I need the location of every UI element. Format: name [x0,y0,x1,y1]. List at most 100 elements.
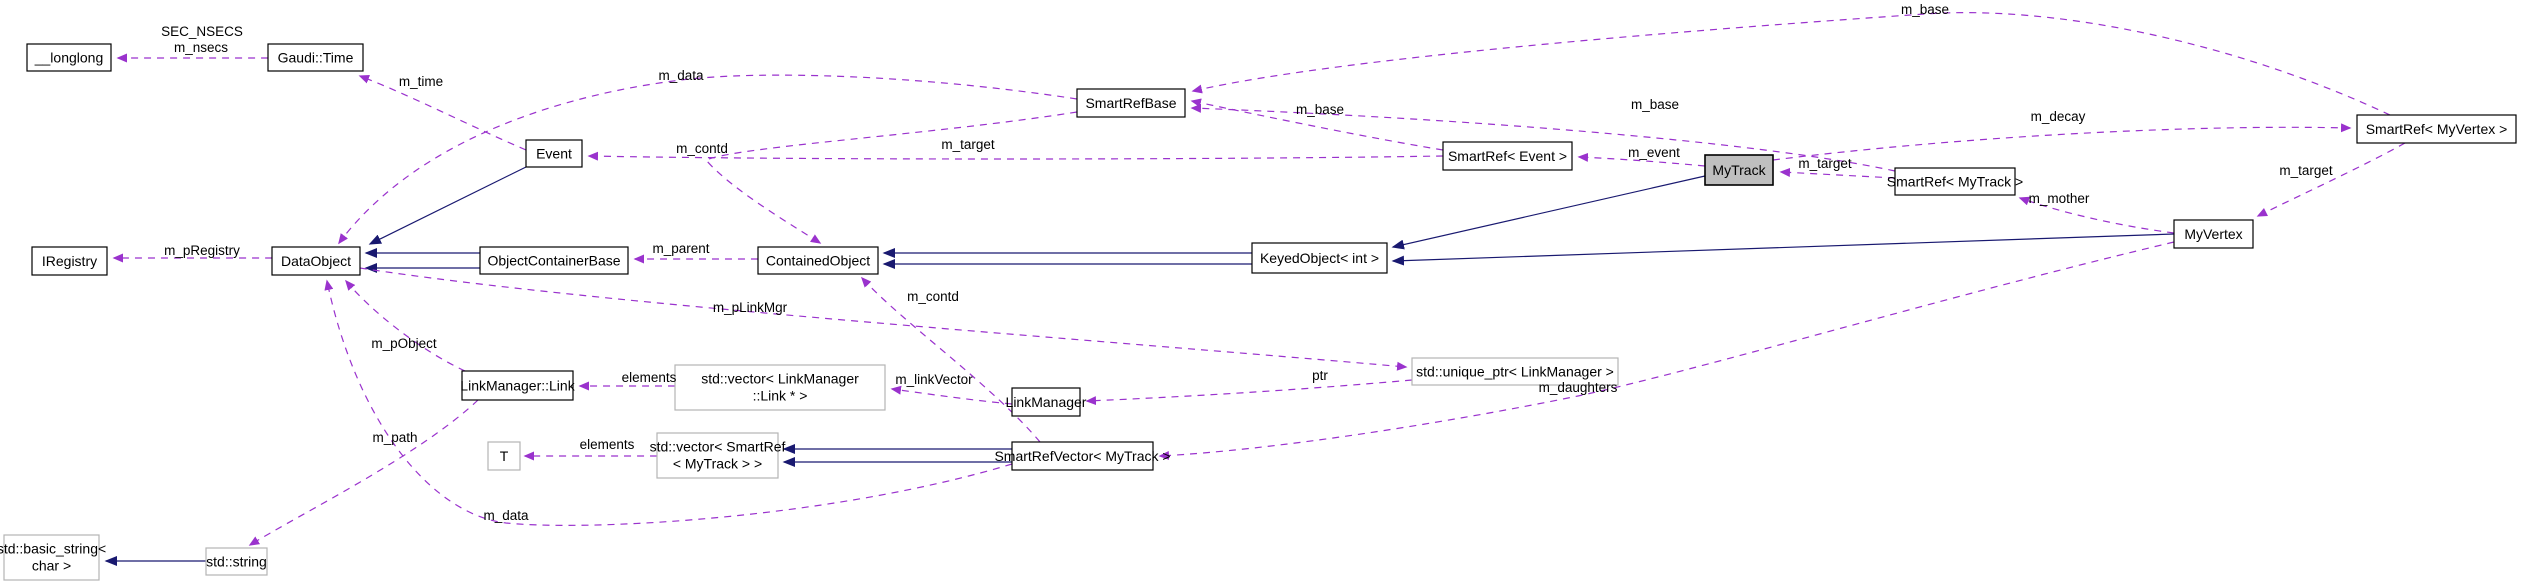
class-node-box [3,534,100,581]
class-node-box [271,246,361,276]
class-node-box [656,432,779,479]
class-node-label: std::vector< LinkManager [701,371,859,387]
edge-m-data-bottom [324,279,1013,526]
class-node-label: ::Link * > [753,388,808,404]
edge-event-dataobject [368,166,527,245]
edge-m-contd-base [704,111,1078,244]
class-node-event[interactable]: Event [525,139,583,168]
class-node-box [1411,357,1619,386]
member-edges [112,12,2406,546]
class-node-myvertex[interactable]: MyVertex [2173,219,2254,249]
edge-ptr [1085,379,1413,406]
class-node-vector-linkmanager-link[interactable]: std::vector< LinkManager::Link * > [674,364,886,411]
class-node-label: SmartRef< MyVertex > [2366,121,2508,137]
edge-label-m-mother: m_mother [2029,191,2090,206]
class-node-longlong[interactable]: __longlong [26,43,112,72]
class-node-label: MyTrack [1712,162,1766,178]
class-node-box [525,139,583,168]
class-node-label: < MyTrack > > [673,456,762,472]
class-node-label: DataObject [281,253,351,269]
class-node-label: IRegistry [42,253,97,269]
class-node-vector-smartref-mytrack[interactable]: std::vector< SmartRef< MyTrack > > [650,432,786,479]
class-node-label: std::vector< SmartRef [650,439,786,455]
edge-label-m-pobject: m_pObject [371,336,437,351]
class-node-unique-ptr-linkmanager[interactable]: std::unique_ptr< LinkManager > [1411,357,1619,386]
edge-m-plinkmgr [359,267,1408,371]
class-node-label: std::string [206,554,267,570]
class-node-box [1442,141,1573,171]
class-node-gaudi-time[interactable]: Gaudi::Time [267,43,364,72]
edge-label-m-decay: m_decay [2031,109,2086,124]
class-node-label: T [500,448,509,464]
class-node-std-basic-string[interactable]: std::basic_string<char > [0,534,106,581]
edge-m-daughters [1158,241,2175,461]
edge-label-m-contd-1: m_contd [676,141,728,156]
class-node-objectcontainerbase[interactable]: ObjectContainerBase [479,246,629,275]
class-node-label: KeyedObject< int > [1260,250,1379,266]
class-node-linkmanager[interactable]: LinkManager [1006,387,1087,417]
class-node-box [674,364,886,411]
edge-m-data-top [338,74,1078,245]
edge-label-m-target-myvertex: m_target [2279,163,2333,178]
class-node-label: Event [536,146,572,162]
edge-label-m-base-1: m_base [1296,102,1344,117]
class-node-box [205,547,268,576]
class-node-box [26,43,112,72]
edge-m-linkvector [890,385,1013,405]
class-node-box [461,370,574,401]
edge-m-target-mytrack [1779,167,1896,179]
class-node-box [1894,167,2016,196]
edge-m-time [358,75,527,151]
class-node-label: LinkManager [1006,394,1087,410]
edge-label-elements-1: elements [622,370,677,385]
class-node-label: __longlong [34,50,104,66]
class-node-smartref-mytrack[interactable]: SmartRef< MyTrack > [1887,167,2023,196]
edge-m-target-myvertex [2256,142,2406,217]
class-node-box [2173,219,2254,249]
class-node-box [2356,114,2517,144]
class-node-label: ContainedObject [766,253,870,269]
inheritance-edges [104,166,2175,566]
class-node-label: SmartRef< Event > [1448,148,1567,164]
class-node-std-string[interactable]: std::string [205,547,268,576]
edge-m-contd-vector [860,276,1041,443]
class-node-smartrefvector-mytrack[interactable]: SmartRefVector< MyTrack > [994,441,1171,471]
class-node-linkmanager-link[interactable]: LinkManager::Link [460,370,576,401]
class-node-label: SmartRefBase [1085,95,1176,111]
edge-m-decay [1772,123,2352,161]
class-node-label: Gaudi::Time [278,50,354,66]
edge-m-target-event [587,151,1444,161]
class-node-box [1076,88,1186,118]
class-node-box [757,246,879,275]
class-node-label: SmartRef< MyTrack > [1887,174,2023,190]
class-node-label: ObjectContainerBase [487,253,620,269]
class-node-box [1011,441,1154,471]
class-node-dataobject[interactable]: DataObject [271,246,361,276]
edge-label-m-plinkmgr: m_pLinkMgr [713,300,788,315]
class-node-smartref-myvertex[interactable]: SmartRef< MyVertex > [2356,114,2517,144]
class-node-keyedobject-int[interactable]: KeyedObject< int > [1251,242,1388,274]
class-node-mytrack[interactable]: MyTrack [1704,154,1774,186]
class-node-containedobject[interactable]: ContainedObject [757,246,879,275]
edge-m-mother [2018,196,2175,234]
edge-label-m-data-top: m_data [658,68,704,83]
class-node-box [1251,242,1388,274]
edge-mytrack-keyedobject [1391,175,1706,250]
edge-m-base-event [1190,98,1444,151]
class-node-label: LinkManager::Link [460,378,575,394]
class-node-t-param[interactable]: T [487,441,521,471]
edge-label-ptr: ptr [1312,368,1328,383]
class-node-smartrefbase[interactable]: SmartRefBase [1076,88,1186,118]
edge-label-elements-2: elements [580,437,635,452]
class-node-iregistry[interactable]: IRegistry [31,246,108,276]
class-node-smartref-event[interactable]: SmartRef< Event > [1442,141,1573,171]
edge-label-m-contd-2: m_contd [907,289,959,304]
edge-label-m-base-2: m_base [1631,97,1679,112]
class-node-box [479,246,629,275]
edge-label-m-base-top: m_base [1901,2,1949,17]
class-node-box [1704,154,1774,186]
